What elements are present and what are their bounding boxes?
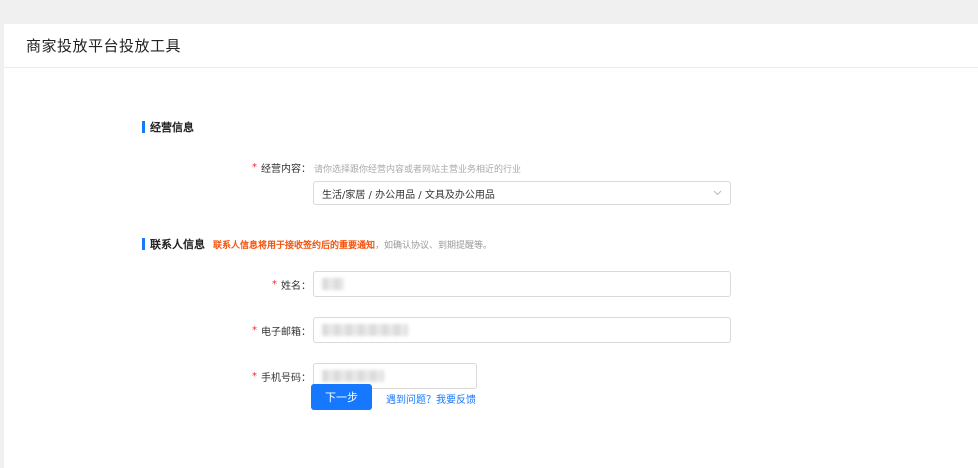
next-step-button[interactable]: 下一步 — [311, 384, 372, 410]
chevron-down-icon — [704, 190, 730, 196]
business-content-hint: 请你选择跟你经营内容或者网站主营业务相近的行业 — [314, 165, 522, 175]
email-label: * 电子邮箱： — [252, 324, 311, 338]
business-section-title: 经营信息 — [142, 119, 194, 135]
business-content-value: 生活/家居 / 办公用品 / 文具及办公用品 — [322, 189, 495, 201]
page-title: 商家投放平台投放工具 — [26, 37, 182, 55]
business-content-label: * 经营内容： — [252, 161, 311, 175]
feedback-link[interactable]: 遇到问题？我要反馈 — [386, 395, 476, 406]
page-header: 商家投放平台投放工具 — [4, 24, 978, 68]
contact-section-title: 联系人信息 联系人信息将用于接收签约后的重要通知，如确认协议、到期提醒等。 — [142, 236, 492, 252]
business-content-select[interactable]: 生活/家居 / 办公用品 / 文具及办公用品 — [313, 181, 731, 205]
email-input[interactable] — [313, 317, 731, 343]
redacted-email — [322, 324, 408, 336]
redacted-name — [322, 278, 344, 290]
name-label: * 姓名： — [272, 278, 311, 292]
section-marker — [142, 121, 145, 133]
section-marker — [142, 238, 145, 250]
redacted-phone — [322, 370, 384, 382]
main-card: 商家投放平台投放工具 — [4, 24, 978, 468]
name-input[interactable] — [313, 271, 731, 297]
contact-section-note: 联系人信息将用于接收签约后的重要通知，如确认协议、到期提醒等。 — [213, 240, 493, 251]
phone-label: * 手机号码： — [252, 370, 311, 384]
